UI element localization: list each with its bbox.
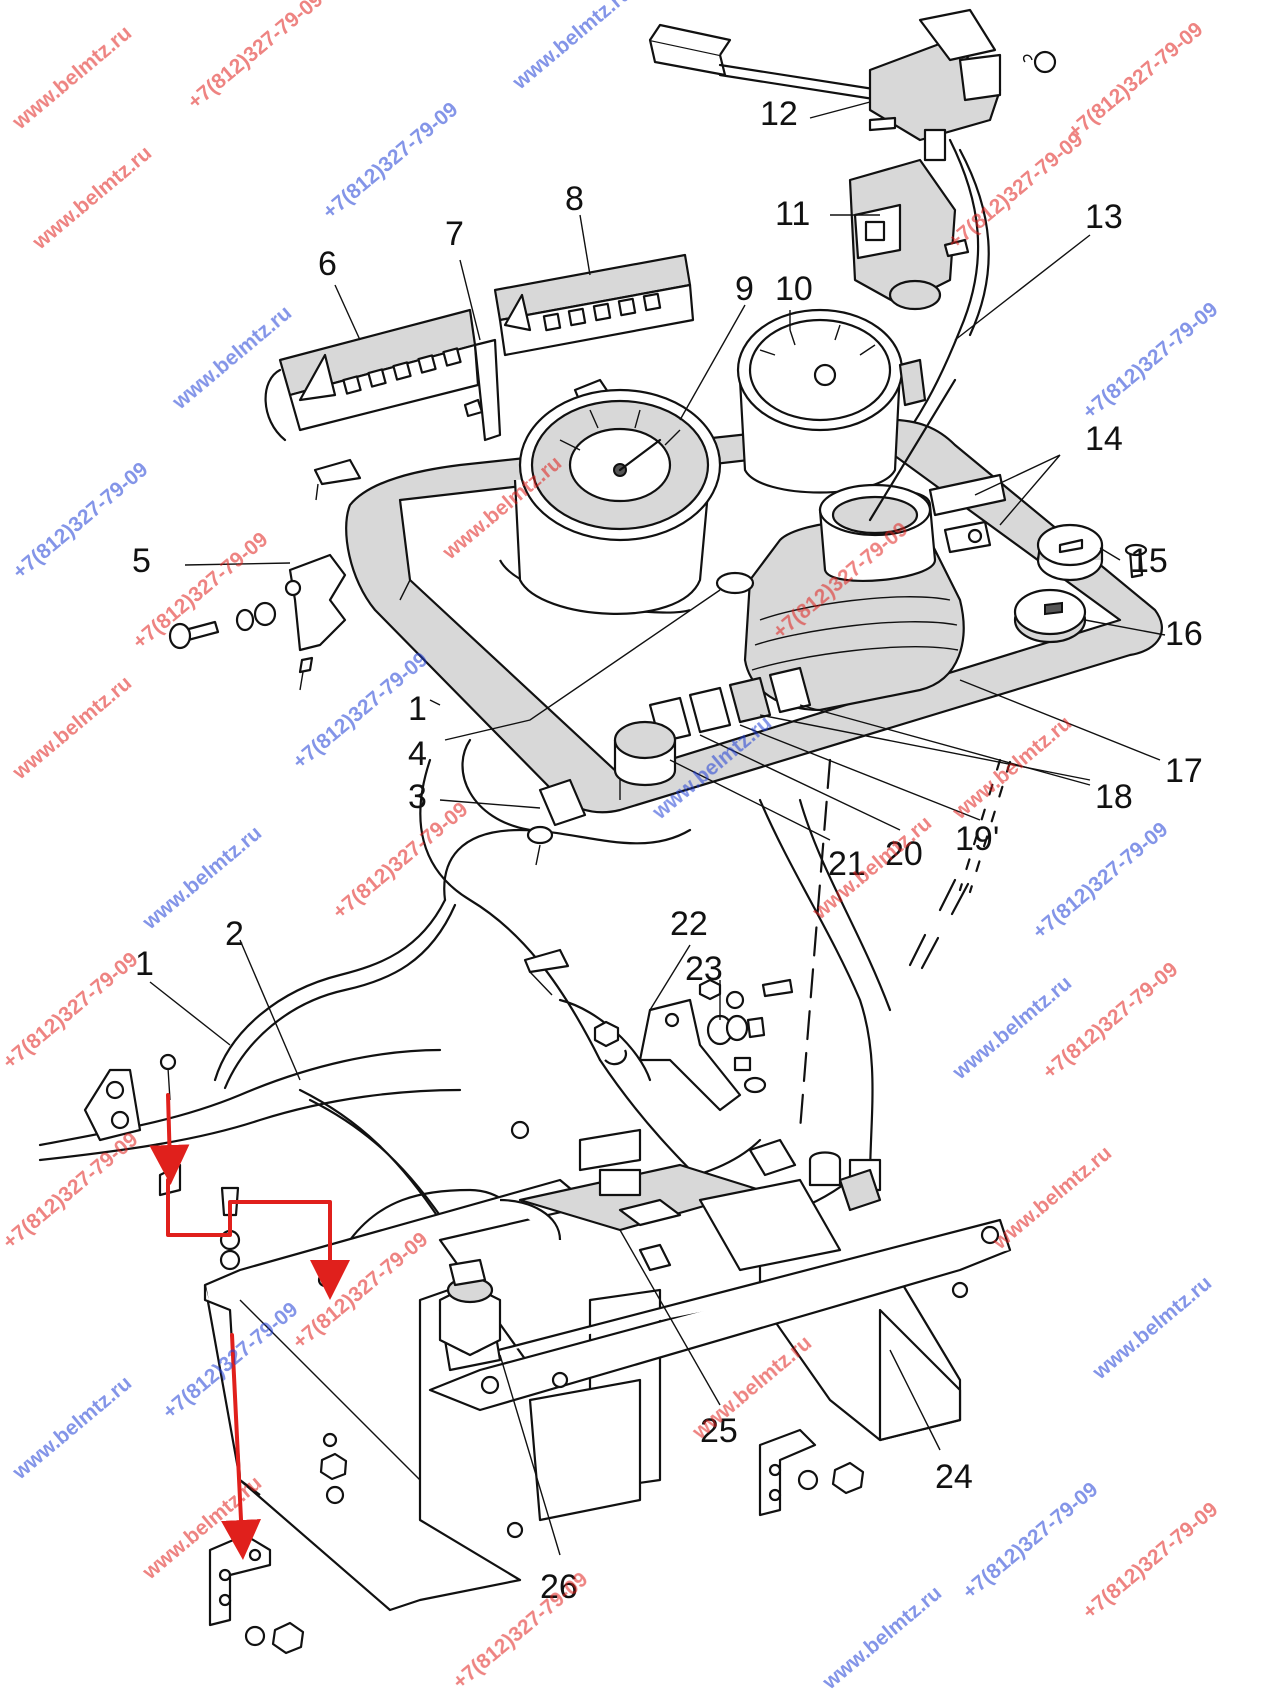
relay <box>526 778 587 866</box>
mounting-bracket <box>168 553 347 691</box>
callout-4: 4 <box>408 735 427 773</box>
callout-1-upper: 1 <box>408 690 427 728</box>
callout-24: 24 <box>935 1458 973 1496</box>
watermark-phone: +7(812)327-79-09 <box>1078 1498 1222 1624</box>
watermark-site: www.belmtz.ru <box>948 711 1076 824</box>
watermark-site: www.belmtz.ru <box>168 301 296 414</box>
watermark-phone: +7(812)327-79-09 <box>1063 18 1207 144</box>
callout-9: 9 <box>735 270 754 308</box>
watermark-site: www.belmtz.ru <box>8 21 136 134</box>
watermark-site: www.belmtz.ru <box>1088 1271 1216 1384</box>
callout-20: 20 <box>885 835 923 873</box>
callout-7: 7 <box>445 215 464 253</box>
rocker-switches <box>648 666 812 744</box>
watermark-site: www.belmtz.ru <box>8 671 136 784</box>
callout-10: 10 <box>775 270 813 308</box>
callout-15: 15 <box>1130 542 1168 580</box>
callout-2: 2 <box>225 915 244 953</box>
callout-17: 17 <box>1165 752 1203 790</box>
callout-23: 23 <box>685 950 723 988</box>
watermark-phone: +7(812)327-79-09 <box>183 0 327 114</box>
watermark-site: www.belmtz.ru <box>8 1371 136 1484</box>
callout-12: 12 <box>760 95 798 133</box>
watermark-phone: +7(812)327-79-09 <box>1028 818 1172 944</box>
callout-11: 11 <box>775 195 810 233</box>
callout-13: 13 <box>1085 198 1123 236</box>
watermark-phone: +7(812)327-79-09 <box>943 128 1087 254</box>
leader-lines <box>149 101 1166 1556</box>
ignition-switch <box>1013 523 1148 644</box>
watermark-site: www.belmtz.ru <box>508 0 636 94</box>
callout-labels: 1 1 2 3 4 5 6 7 8 9 10 11 12 13 14 15 16… <box>132 95 1203 1606</box>
callout-8: 8 <box>565 180 584 218</box>
watermark-site: www.belmtz.ru <box>818 1581 946 1694</box>
callout-22: 22 <box>670 905 708 943</box>
assembly-arrows <box>149 1093 350 1560</box>
indicator-block-right <box>493 253 695 357</box>
callout-3: 3 <box>408 778 427 816</box>
combination-gauge <box>736 308 927 494</box>
callout-6: 6 <box>318 245 337 283</box>
guide-lines <box>798 758 1012 1132</box>
watermark-site: www.belmtz.ru <box>138 821 266 934</box>
indicator-windows <box>928 473 1007 554</box>
callout-1-lower: 1 <box>135 945 154 983</box>
callout-14: 14 <box>1085 420 1123 458</box>
watermark-phone: +7(812)327-79-09 <box>1078 298 1222 424</box>
watermark-phone: +7(812)327-79-09 <box>0 948 142 1074</box>
callout-19: 19' <box>955 820 999 858</box>
callout-18: 18 <box>1095 778 1133 816</box>
panel-plug <box>715 571 755 595</box>
watermark-site: www.belmtz.ru <box>28 141 156 254</box>
control-knob <box>613 720 677 787</box>
watermark-site: www.belmtz.ru <box>688 1331 816 1444</box>
indicator-block-left <box>264 308 480 442</box>
watermark-phone: +7(812)327-79-09 <box>0 1128 142 1254</box>
harness-clamp-bracket <box>593 978 794 1112</box>
steering-column-switch <box>648 8 1057 162</box>
callout-16: 16 <box>1165 615 1203 653</box>
watermark-phone: +7(812)327-79-09 <box>958 1478 1102 1604</box>
callout-26: 26 <box>540 1568 578 1606</box>
lower-console-frame <box>203 1120 1012 1612</box>
watermark-phone: +7(812)327-79-09 <box>318 98 462 224</box>
watermark-site: www.belmtz.ru <box>988 1141 1116 1254</box>
gear-lever-boot <box>743 378 965 712</box>
tachometer-gauge <box>513 388 722 615</box>
light-switch-housing <box>848 158 970 311</box>
callout-5: 5 <box>132 542 151 580</box>
watermark-phone: +7(812)327-79-09 <box>8 458 152 584</box>
callout-21: 21 <box>828 845 866 883</box>
socket-connector <box>438 1258 502 1357</box>
callout-25: 25 <box>700 1412 738 1450</box>
